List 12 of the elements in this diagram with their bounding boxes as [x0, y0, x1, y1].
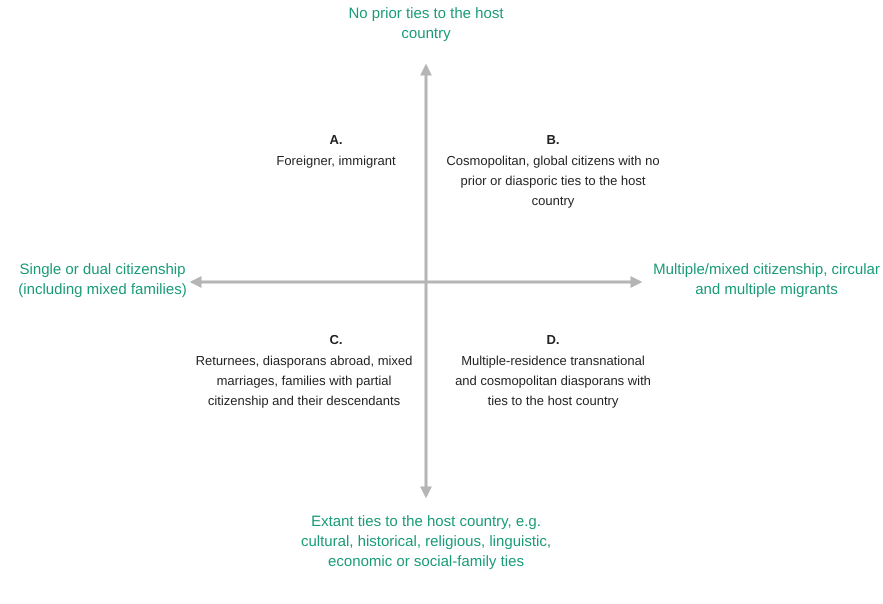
axis-label: No prior ties to the host country: [347, 4, 505, 44]
axis-label: Extant ties to the host country, e.g. cultural, historical, religious, linguistic, economic or social-family ties: [300, 512, 552, 572]
axis-label: Multiple/mixed citizenship, circular and multiple migrants: [652, 260, 881, 300]
quadrant-description: Foreigner, immigrant: [276, 152, 396, 170]
quadrant-description: Multiple-residence transnational and cosmopolitan diasporans with ties to the host country: [454, 352, 652, 410]
quadrant-letter: C.: [328, 331, 344, 349]
quadrant-description: Cosmopolitan, global citizens with no prior or diasporic ties to the host country: [446, 152, 660, 210]
quadrant-letter: A.: [328, 131, 344, 149]
quadrant-letter: D.: [546, 331, 560, 349]
quadrant-letter: B.: [546, 131, 560, 149]
axis-label: Single or dual citizenship (including mixed families): [17, 260, 188, 300]
quadrant-description: Returnees, diasporans abroad, mixed marriages, families with partial citizenship and their descendants: [194, 352, 414, 410]
